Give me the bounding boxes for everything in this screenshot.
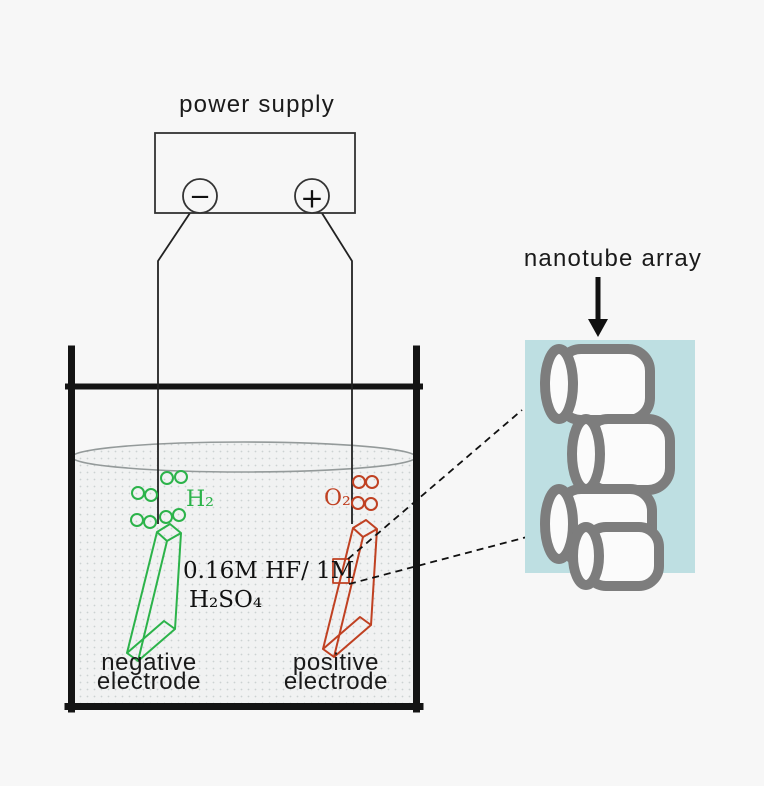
callout-dashed-lines [347,409,528,585]
oxygen-gas-label: O₂ [324,486,351,511]
negative-electrode-shape [126,523,182,662]
positive-terminal-icon [294,178,330,214]
positive-electrode-shape [322,519,378,658]
hydrogen-bubbles [130,470,188,529]
nanotube-tubes [540,344,675,591]
down-arrow-icon [588,277,608,337]
positive-terminal-symbol: + [300,182,323,215]
negative-terminal-icon [182,178,218,214]
nanotube-array-label: nanotube array [523,245,703,272]
electrolyte-label-line1: 0.16M HF/ 1M [183,558,355,584]
positive-electrode-label-line1: positive [292,649,380,676]
negative-electrode-label-line2: electrode [96,668,202,695]
hydrogen-gas-label: H₂ [186,487,215,512]
beaker [64,345,424,713]
power-supply-unit: − + [154,132,356,215]
wire-negative [157,209,193,524]
power-supply-label: power supply [179,91,335,118]
oxygen-bubbles [351,475,379,511]
negative-terminal-symbol: − [189,182,211,212]
negative-electrode-label-line1: negative [101,649,197,676]
nanotube-panel [525,340,695,591]
electrolyte-label-line2: H₂SO₄ [189,587,263,613]
sample-area-marker [332,558,350,584]
wires [157,209,353,524]
positive-electrode-label-line2: electrode [283,668,389,695]
wire-positive [319,209,353,524]
